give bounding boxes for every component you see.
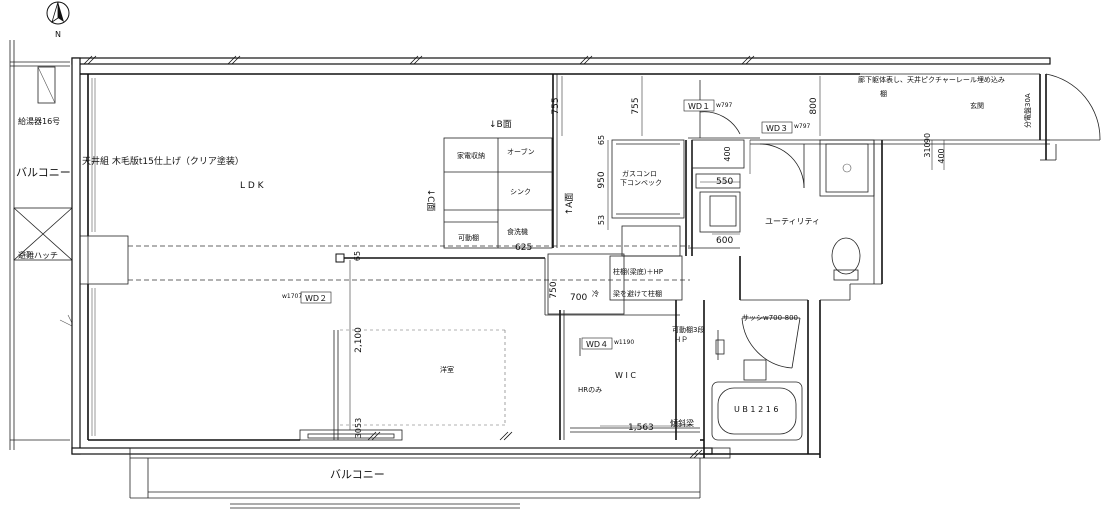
- hanger-pole-note: ＨＰ: [674, 336, 688, 344]
- door-tag-wd2: WD２ w1707: [282, 291, 332, 304]
- gas-stove-label-1: ガスコンロ: [622, 169, 657, 178]
- corridor-note: 廊下躯体表し、天井ピクチャーレール埋め込み: [858, 75, 1005, 84]
- wd2-width: w1707: [282, 293, 302, 300]
- western-room-label: 洋室: [440, 365, 454, 374]
- door-swings: [699, 111, 805, 369]
- dim-65-a: 65: [597, 135, 606, 145]
- wd1-label: WD１: [688, 102, 710, 111]
- wic-label: W I C: [615, 371, 636, 380]
- dim-3053: 3053: [354, 418, 363, 438]
- left-windows: [80, 78, 129, 436]
- door-tag-wd4: WD４ w1190: [581, 337, 634, 350]
- breaker-label: 分電盤30A: [1023, 93, 1032, 128]
- unit-bath-label: U B 1 2 1 6: [734, 405, 778, 414]
- dim-625: 625: [515, 243, 532, 253]
- left-balcony: [9, 40, 81, 450]
- dim-65-b: 65: [353, 251, 362, 261]
- interior-walls: [333, 73, 1101, 458]
- dim-2100: 2,100: [354, 327, 364, 353]
- avoid-beam-note: 梁を避けて柱棚: [613, 289, 662, 298]
- movable-shelf-label: 可動棚: [458, 233, 479, 242]
- north-label: N: [55, 30, 61, 39]
- dim-1563: 1,563: [628, 423, 654, 433]
- dim-550: 550: [716, 177, 733, 187]
- dim-600: 600: [716, 236, 733, 246]
- wd2-label: WD２: [305, 294, 327, 303]
- ldk-label: L D K: [240, 181, 265, 191]
- slanted-beam-note: 傾斜梁: [670, 418, 694, 428]
- appliance-storage-label: 家電収納: [457, 151, 485, 160]
- dim-400-b: 400: [937, 148, 946, 163]
- balcony-bottom-label: バルコニー: [330, 468, 385, 481]
- oven-label: オーブン: [507, 147, 535, 156]
- north-arrow: [46, 1, 70, 25]
- sash-note: サッシw700-800: [742, 314, 798, 322]
- utility-label: ユーティリティ: [765, 217, 820, 226]
- outer-walls: [71, 55, 1051, 459]
- bottom-balcony: [129, 429, 731, 509]
- door-tag-wd3: WD３ w797: [761, 121, 811, 134]
- dim-90: 90: [923, 133, 932, 143]
- wd3-width: w797: [794, 123, 811, 130]
- evac-hatch-label: 避難ハッチ: [18, 250, 58, 260]
- dim-310: 310: [923, 142, 932, 157]
- ceiling-note: 天井組 木毛版t15仕上げ（クリア塗装）: [82, 155, 244, 167]
- hr-only-note: HRのみ: [578, 386, 602, 394]
- wd3-label: WD３: [766, 124, 788, 133]
- dim-53: 53: [597, 215, 606, 225]
- fridge-label: 冷: [592, 289, 599, 298]
- section-a: ↑A面: [564, 193, 575, 216]
- wd1-width: w797: [716, 102, 733, 109]
- movable-shelf-3-note: 可動棚3段: [672, 325, 704, 334]
- water-heater-label: 給湯器16号: [18, 116, 60, 126]
- dim-755-a: 755: [551, 97, 561, 114]
- beam-lines: [128, 245, 690, 426]
- dim-950: 950: [597, 171, 607, 188]
- column-beam-note: 柱棚(梁底)＋HP: [613, 267, 663, 276]
- wd4-label: WD４: [586, 340, 608, 349]
- section-b: ↓B面: [489, 119, 512, 130]
- dim-755-b: 755: [631, 97, 641, 114]
- balcony-left-label: バルコニー: [16, 166, 71, 179]
- dim-400-a: 400: [723, 146, 732, 161]
- door-tag-wd1: WD１ w797: [683, 99, 733, 112]
- section-c: ↓C面: [425, 189, 436, 212]
- sink-label: シンク: [510, 188, 531, 196]
- dim-750: 750: [549, 281, 559, 298]
- dimension-lines: [349, 76, 945, 430]
- shelf-note: 棚: [880, 89, 887, 98]
- dim-800: 800: [809, 97, 819, 114]
- gas-stove-label-2: 下コンベック: [620, 179, 662, 187]
- fixtures: [711, 237, 861, 441]
- dim-700: 700: [570, 293, 587, 303]
- wd4-width: w1190: [614, 339, 634, 346]
- entrance-label: 玄関: [970, 101, 984, 110]
- dishwasher-label: 食洗機: [507, 227, 528, 236]
